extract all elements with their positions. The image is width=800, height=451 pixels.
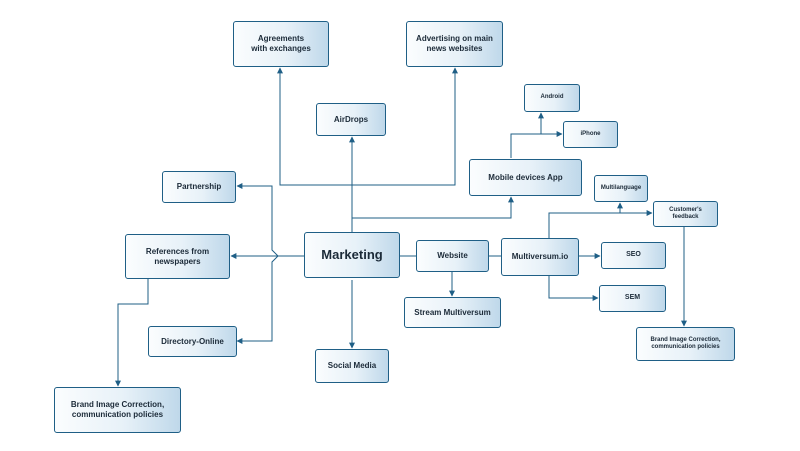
android-node: Android xyxy=(524,84,580,112)
android-label: Android xyxy=(540,94,564,101)
partnership-node: Partnership xyxy=(162,171,236,203)
references-label: References from newspapers xyxy=(145,246,210,266)
iphone-node: iPhone xyxy=(563,121,618,148)
multiversum-io-label: Multiversum.io xyxy=(511,252,569,261)
brand-left-label: Brand Image Correction, communication po… xyxy=(70,400,165,419)
brand-right-node: Brand Image Correction, communication po… xyxy=(636,327,735,361)
references-node: References from newspapers xyxy=(125,234,230,279)
marketing-label: Marketing xyxy=(321,246,383,262)
multilanguage-node: Multilanguage xyxy=(594,175,648,202)
airdrops-label: AirDrops xyxy=(333,114,369,124)
customer-feedback-label: Customer's feedback xyxy=(669,206,702,221)
social-media-node: Social Media xyxy=(315,349,389,383)
edge-to-multilanguage xyxy=(548,202,623,238)
stream-label: Stream Multiversum xyxy=(414,307,491,317)
agreements-label: Agreements with exchanges xyxy=(251,34,311,53)
sem-node: SEM xyxy=(599,285,666,312)
iphone-label: iPhone xyxy=(580,130,601,137)
multiversum-io-node: Multiversum.io xyxy=(501,238,579,276)
website-label: Website xyxy=(437,251,468,260)
sem-label: SEM xyxy=(624,294,641,302)
advertising-node: Advertising on main news websites xyxy=(406,21,503,67)
mobile-app-node: Mobile devices App xyxy=(469,159,582,196)
edge-to-advertising xyxy=(352,67,458,186)
website-node: Website xyxy=(416,240,489,272)
marketing-node: Marketing xyxy=(304,232,400,278)
customer-feedback-node: Customer's feedback xyxy=(653,201,718,227)
edge-to-mobile-app xyxy=(352,196,514,219)
edge-to-agreements xyxy=(277,67,353,232)
brand-left-node: Brand Image Correction, communication po… xyxy=(54,387,181,433)
edge-to-sem xyxy=(548,276,599,301)
brand-right-label: Brand Image Correction, communication po… xyxy=(650,336,721,351)
directory-online-node: Directory-Online xyxy=(148,326,237,357)
edge-to-brand-left xyxy=(115,279,149,387)
seo-node: SEO xyxy=(601,242,666,269)
agreements-node: Agreements with exchanges xyxy=(233,21,329,67)
seo-label: SEO xyxy=(626,251,641,259)
directory-online-label: Directory-Online xyxy=(161,336,224,346)
edge-to-partnership xyxy=(236,183,304,257)
social-media-label: Social Media xyxy=(327,361,377,370)
advertising-label: Advertising on main news websites xyxy=(416,34,493,53)
multilanguage-label: Multilanguage xyxy=(600,184,642,191)
mobile-app-label: Mobile devices App xyxy=(488,172,563,182)
edge-to-android xyxy=(510,112,544,158)
airdrops-node: AirDrops xyxy=(316,103,386,136)
stream-node: Stream Multiversum xyxy=(404,297,501,328)
partnership-label: Partnership xyxy=(176,182,222,191)
edge-to-directory xyxy=(236,255,279,344)
